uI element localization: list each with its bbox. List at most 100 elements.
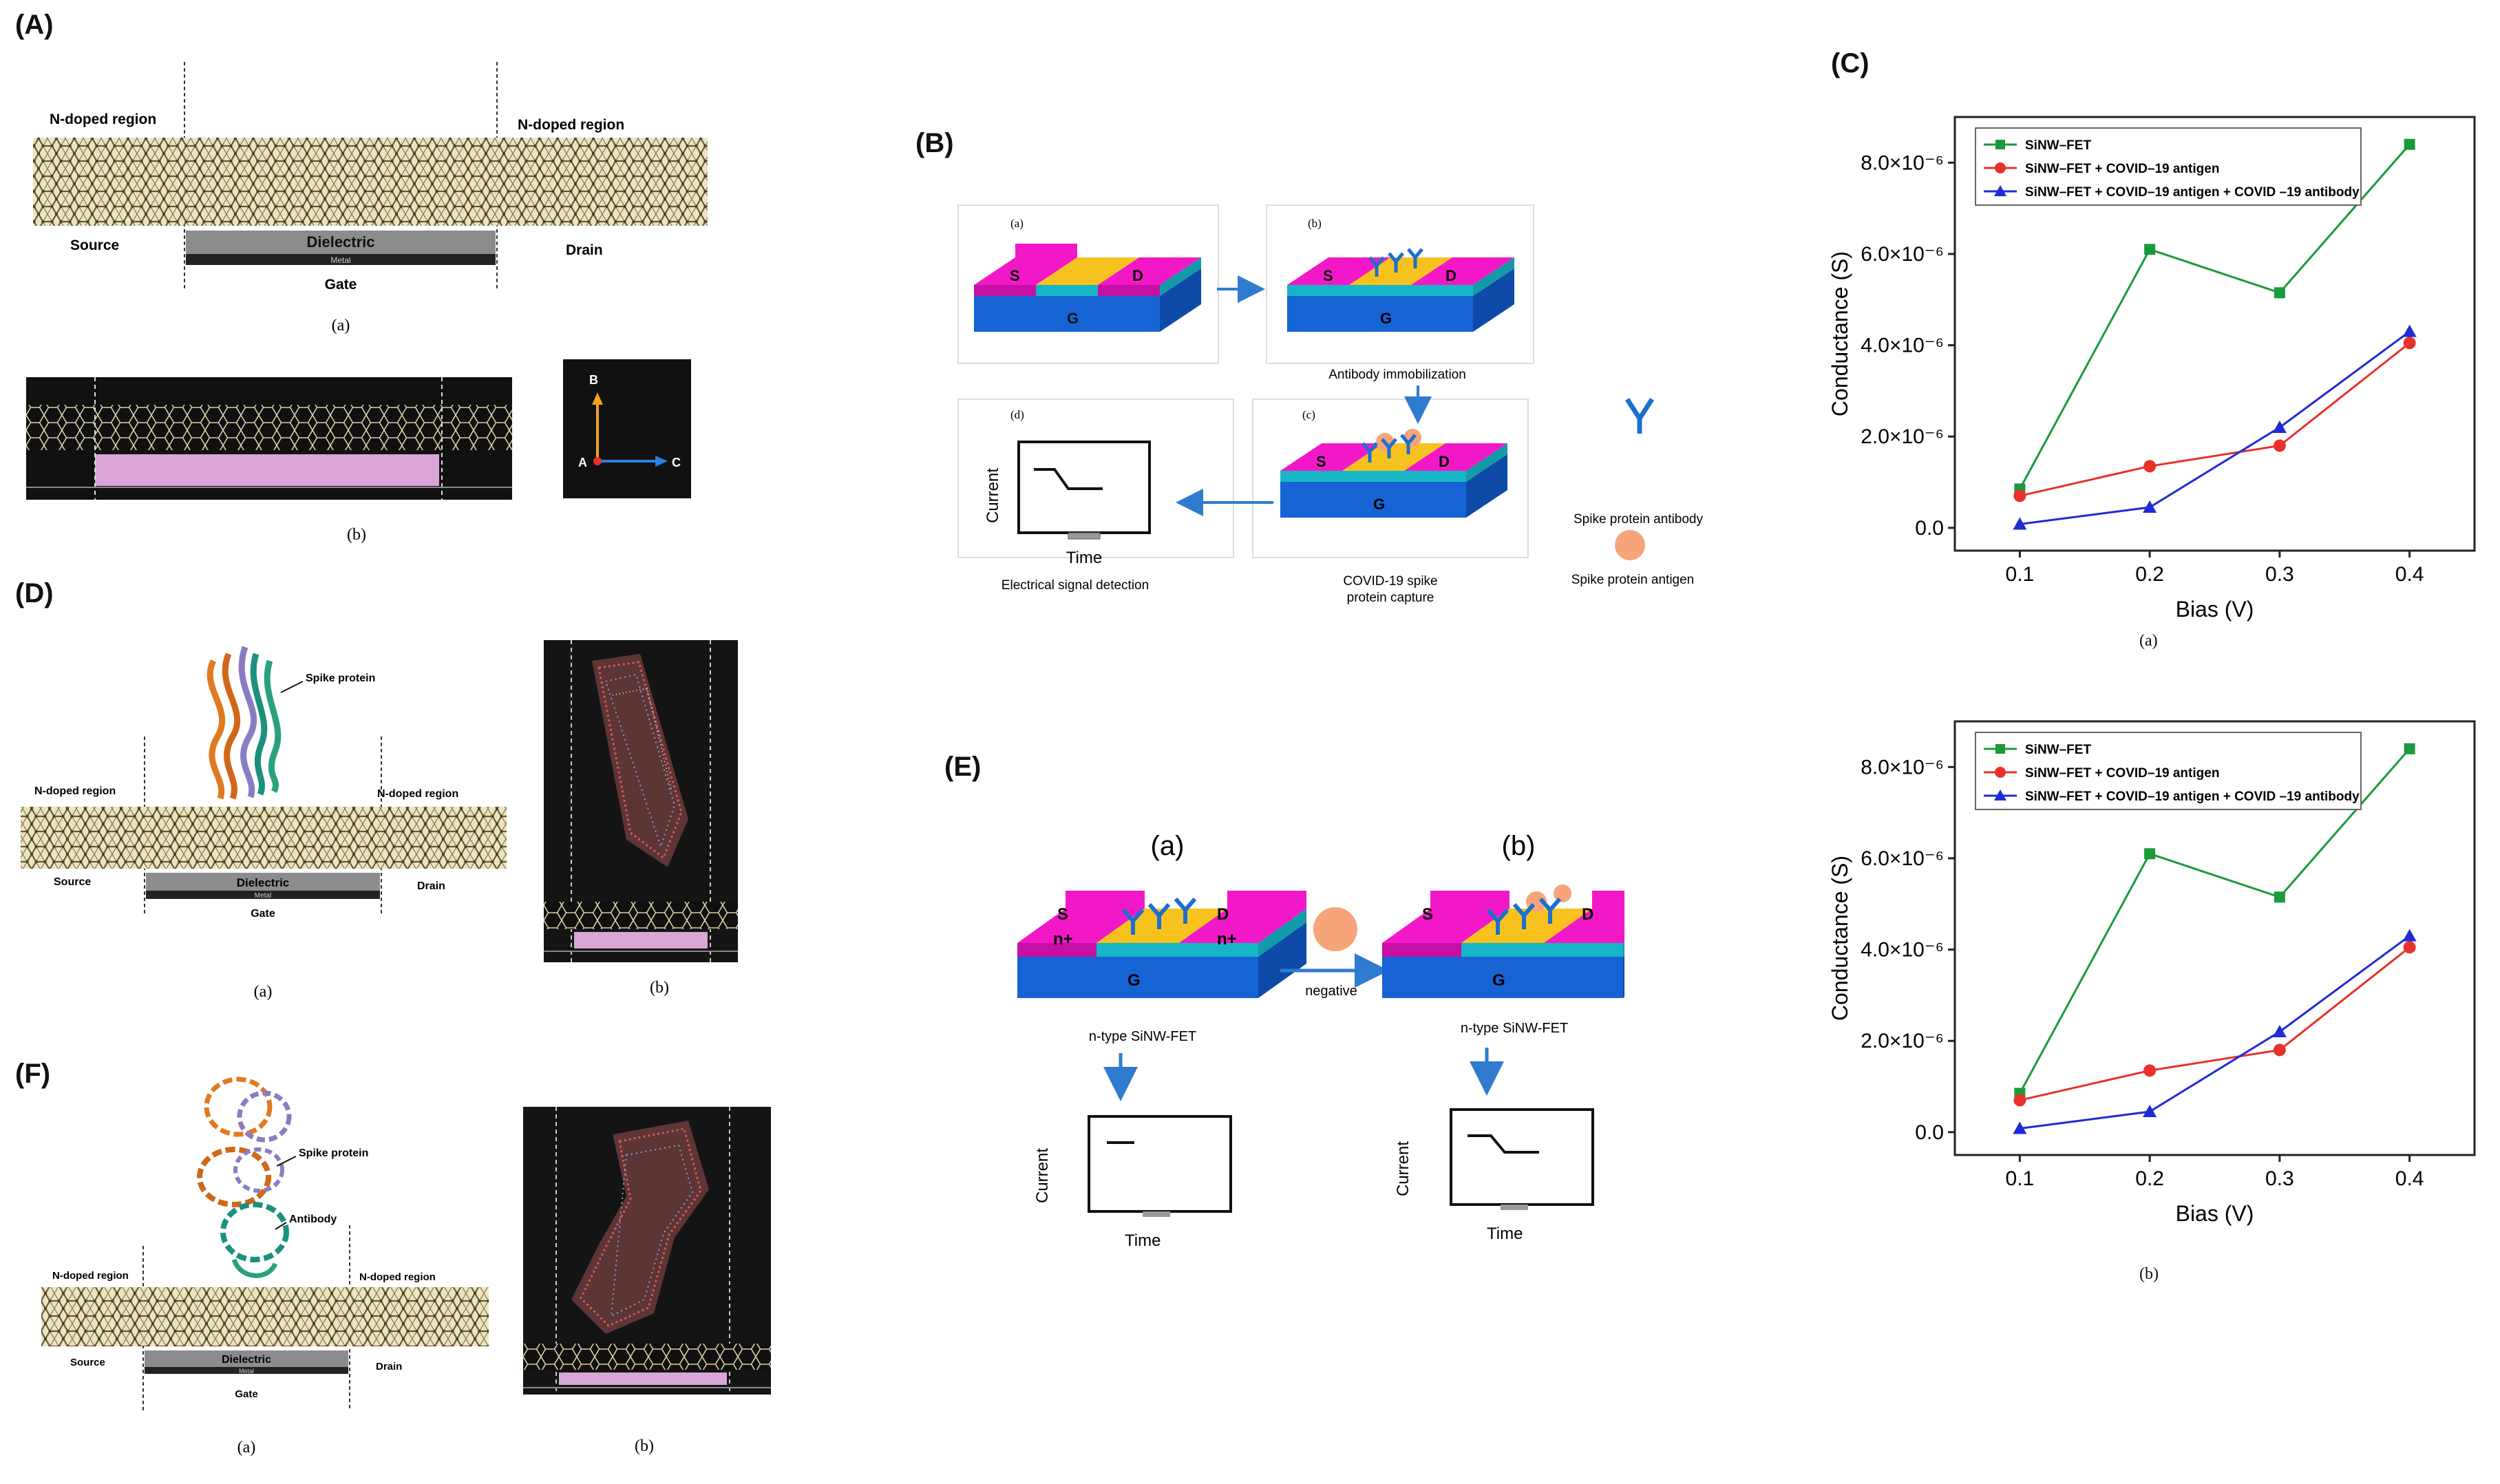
data-point xyxy=(2143,1064,2157,1077)
svg-text:G: G xyxy=(1127,971,1141,990)
legend-box xyxy=(1975,127,2362,206)
plot-frame xyxy=(1953,720,2476,1156)
step-d-label: (d) xyxy=(1010,408,1024,421)
data-point xyxy=(2143,460,2157,473)
legend-entry: SiNW–FET xyxy=(2025,138,2091,153)
svg-text:Source: Source xyxy=(70,1357,105,1368)
y-tick-label: 2.0×10⁻⁶ xyxy=(1861,425,1944,448)
svg-text:(b): (b) xyxy=(650,979,669,997)
series-line-2 xyxy=(2020,330,2411,526)
y-tick-label: 0.0 xyxy=(1915,1121,1944,1144)
dielectric-label: Dielectric xyxy=(306,233,374,251)
dielectric-layer xyxy=(186,231,496,254)
device-state-a: S n+ D n+ G xyxy=(1017,891,1306,998)
right-region-label: N-doped region xyxy=(518,117,624,133)
svg-text:D: D xyxy=(1217,905,1229,924)
state-b-label: (b) xyxy=(1502,831,1536,861)
x-tick-label: 0.4 xyxy=(2395,563,2424,586)
left-region-label: N-doped region xyxy=(50,112,156,127)
svg-text:G: G xyxy=(1373,496,1385,513)
series-line-2 xyxy=(2020,935,2411,1130)
svg-text:Time: Time xyxy=(1125,1231,1161,1250)
y-tick-label: 6.0×10⁻⁶ xyxy=(1861,847,1944,870)
negative-label: negative xyxy=(1305,984,1357,999)
series-line-1 xyxy=(2020,342,2411,497)
y-tick-label: 2.0×10⁻⁶ xyxy=(1861,1030,1944,1052)
svg-text:Metal: Metal xyxy=(255,892,271,900)
fet-simulation-view: (b) xyxy=(26,377,512,544)
data-point xyxy=(2273,1043,2286,1057)
data-point xyxy=(2143,1105,2157,1117)
data-point xyxy=(2404,138,2415,150)
caption-a: (a) xyxy=(332,317,350,335)
series-line-0 xyxy=(2019,748,2411,1094)
svg-text:S: S xyxy=(1057,905,1068,924)
svg-text:(b): (b) xyxy=(635,1437,654,1455)
x-axis-label: Bias (V) xyxy=(2176,597,2254,622)
legend-entry: SiNW–FET + COVID–19 antigen xyxy=(2025,162,2219,176)
step-c-label: (c) xyxy=(1302,408,1315,421)
panel-label-f: (F) xyxy=(15,1059,51,1089)
data-point xyxy=(2273,439,2286,452)
y-tick-label: 8.0×10⁻⁶ xyxy=(1861,151,1944,174)
current-axis-label: Current xyxy=(984,468,1002,523)
data-point xyxy=(2144,848,2156,860)
svg-text:Current: Current xyxy=(1033,1148,1052,1203)
y-tick-label: 8.0×10⁻⁶ xyxy=(1861,756,1944,778)
antigen-icon xyxy=(1313,907,1357,951)
antibody-legend-icon xyxy=(1625,398,1654,434)
data-point xyxy=(2143,500,2157,513)
svg-text:G: G xyxy=(1492,971,1505,990)
data-point xyxy=(2274,287,2285,299)
antigen-legend-icon xyxy=(1615,530,1645,560)
fet-schematic-a: Dielectric Metal Gate N-doped region N-d… xyxy=(33,62,708,335)
device-step-b: S D G xyxy=(1287,248,1514,332)
state-a-label: (a) xyxy=(1151,831,1185,861)
series-line-1 xyxy=(2020,946,2411,1101)
y-tick-label: 4.0×10⁻⁶ xyxy=(1861,939,1944,962)
svg-text:Dielectric: Dielectric xyxy=(237,876,290,889)
x-tick-label: 0.3 xyxy=(2265,1167,2294,1190)
y-axis-label: Conductance (S) xyxy=(1828,856,1852,1021)
spike-molecule-render xyxy=(592,654,688,867)
nanowire-lattice xyxy=(21,807,507,869)
svg-text:D: D xyxy=(1582,905,1593,924)
axis-c-label: C xyxy=(672,456,681,469)
svg-text:Current: Current xyxy=(1394,1141,1412,1196)
svg-text:N-doped region: N-doped region xyxy=(359,1271,436,1283)
source-s: S xyxy=(1010,267,1020,284)
metal-label: Metal xyxy=(330,255,350,265)
data-point xyxy=(2274,891,2285,903)
device-label-b: n-type SiNW-FET xyxy=(1461,1021,1568,1036)
spike-protein-ribbon xyxy=(206,646,282,800)
y-tick-label: 4.0×10⁻⁶ xyxy=(1861,335,1944,357)
data-point xyxy=(2402,929,2417,942)
antibody-y-icons xyxy=(1368,248,1423,277)
gate-g: G xyxy=(1067,310,1079,327)
spike-antibody-complex xyxy=(197,1077,292,1278)
x-tick-label: 0.1 xyxy=(2006,563,2035,586)
chart-b-caption: (b) xyxy=(2139,1265,2159,1283)
device-step-c: S D G xyxy=(1280,429,1507,518)
device-step-a: S D G xyxy=(974,244,1201,332)
data-point xyxy=(2402,324,2417,337)
svg-text:Gate: Gate xyxy=(235,1388,257,1400)
y-tick-label: 6.0×10⁻⁶ xyxy=(1861,243,1944,266)
signal-monitor-step: Current Time xyxy=(1394,1108,1594,1243)
device-label-a: n-type SiNW-FET xyxy=(1089,1029,1196,1044)
fet-spike-schematic: Spike protein Dielectric Metal Gate N-do… xyxy=(21,646,507,1001)
legend-box xyxy=(1975,732,2362,810)
nanowire-lattice xyxy=(33,138,708,226)
data-point xyxy=(2272,420,2287,433)
svg-text:n+: n+ xyxy=(1053,930,1073,948)
panel-label-a: (A) xyxy=(15,10,54,40)
metal-layer xyxy=(186,254,496,265)
svg-text:Dielectric: Dielectric xyxy=(222,1354,271,1366)
svg-text:S: S xyxy=(1316,453,1326,470)
device-state-b: S D G xyxy=(1382,884,1624,998)
data-point xyxy=(2272,1024,2287,1037)
data-point xyxy=(2013,1094,2026,1107)
svg-text:Drain: Drain xyxy=(376,1361,402,1372)
